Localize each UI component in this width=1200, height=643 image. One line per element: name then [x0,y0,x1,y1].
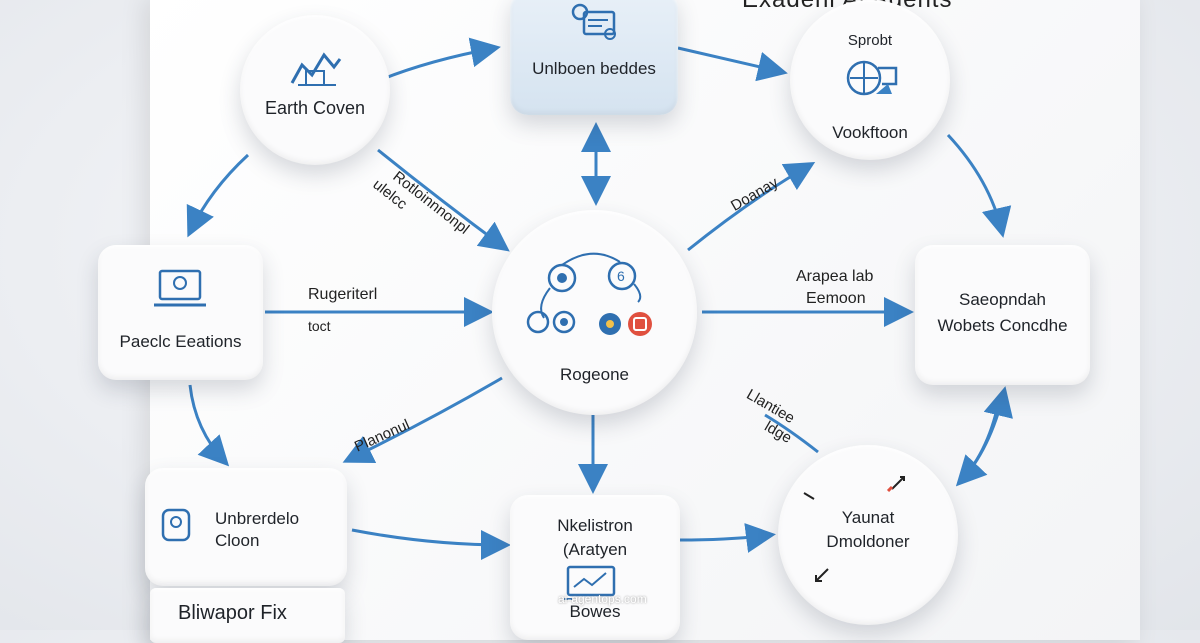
node-bottom-left-line1: Unbrerdelo [215,509,300,528]
node-bottom-mid-line1: Nkelistron [557,516,633,535]
node-workflow-label: Vookftoon [832,123,908,142]
node-bottom-right-line1: Yaunat [841,508,895,527]
node-right-mid-line2: Wobets Concdhe [937,316,1068,335]
node-workflow[interactable]: Sprobt Vookftoon [790,0,950,160]
arrow-workflow-to-right [946,133,1012,238]
node-right-mid[interactable]: Saeopndah Wobets Concdhe [915,245,1090,385]
node-right-mid-line1: Saeopndah [959,290,1046,309]
arrow-center-to-workflow [687,161,816,252]
edge-label-right-2: Eemoon [806,290,866,307]
node-center-label: Rogeone [559,365,629,384]
node-bottom-left[interactable]: Unbrerdelo Cloon [145,468,347,586]
expand-arrows-icon [803,476,905,582]
node-bottom-left-tab[interactable]: Bliwapor Fix [150,588,345,643]
node-earth-coven[interactable]: Earth Coven [240,15,390,165]
arrow-earth-to-center [377,148,510,252]
svg-text:6: 6 [617,268,625,284]
arrow-unboen-to-workflow [677,46,788,82]
node-center[interactable]: 6 Rogeone [492,210,697,415]
edge-label-right-1: Arapea lab [796,268,874,285]
arrow-earth-to-unboen [379,37,501,82]
settings-document-icon [571,3,616,40]
arrow-center-to-bottomleft [342,376,503,463]
node-bottom-mid-line2: (Aratyen [562,540,628,559]
node-bottom-right-line2: Dmoldoner [826,532,910,551]
arrow-people-to-bottomleft [188,384,230,467]
node-workflow-top-label: Sprobt [847,32,893,49]
arrow-earth-to-people [186,153,250,238]
edge-label-left-2: toct [308,318,331,334]
monitor-graph-icon [564,565,616,600]
chart-growth-icon [290,52,342,86]
node-people-exceptions-label: Paeclc Eeations [119,332,242,351]
node-people-exceptions[interactable]: Paeclc Eeations [98,245,263,380]
node-bottom-mid[interactable]: Nkelistron (Aratyen Bowes [510,495,680,640]
node-bottom-left-tab-label: Bliwapor Fix [178,602,287,624]
workflow-cycle-icon: 6 [526,252,652,336]
node-unboen-bedes-label: Unlboen beddes [532,59,656,78]
node-bottom-left-line2: Cloon [215,531,260,550]
laptop-icon [154,269,206,307]
brain-puzzle-icon [846,60,898,96]
node-unboen-bedes[interactable]: Unlboen beddes [510,0,678,115]
node-bottom-right[interactable]: Yaunat Dmoldoner [778,445,958,625]
connector-arrows [186,37,1013,560]
arrow-bottomleft-to-bottommid [351,528,511,560]
edge-label-left-1: Rugeriterl [308,286,378,303]
watermark: ai-agentops.com [558,592,647,606]
arrow-bottommid-to-bottomright [679,523,776,553]
node-earth-coven-label: Earth Coven [264,98,366,118]
badge-icon [161,508,191,542]
node-bottom-mid-line3: Bowes [569,602,621,621]
arrow-right-to-bottomright [955,394,1002,487]
